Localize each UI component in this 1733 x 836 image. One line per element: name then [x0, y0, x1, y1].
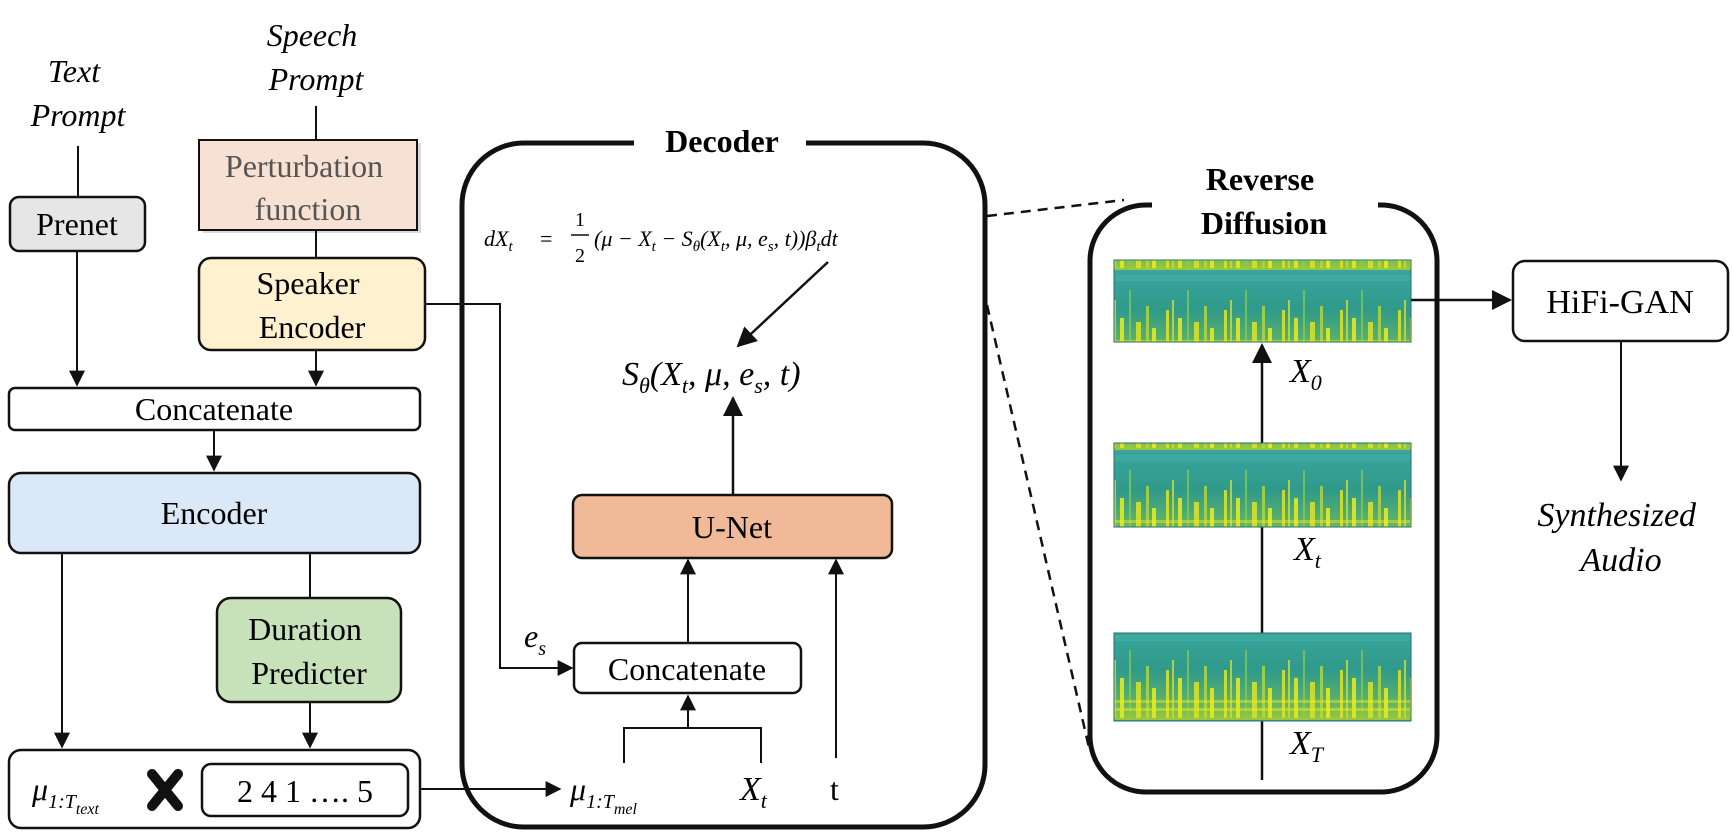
multiply-cross-icon [147, 769, 183, 811]
decoder-title-gap [634, 120, 806, 160]
perturbation-function-label: Perturbation function [225, 148, 391, 227]
mu-text-label: μ1:Ttext [31, 771, 100, 818]
perturbation-function-box [198, 139, 418, 231]
svg-text:=: = [540, 226, 552, 251]
spectrogram-xT [1113, 632, 1412, 722]
concatenate-decoder-box [572, 641, 803, 695]
es-label: es [524, 618, 546, 660]
durations-box [200, 762, 410, 818]
prenet-label: Prenet [36, 206, 118, 242]
unet-label: U-Net [692, 509, 772, 545]
xt-label: Xt [1292, 531, 1322, 573]
hifigan-label: HiFi-GAN [1546, 284, 1693, 321]
reverse-diffusion-title-gap [1152, 158, 1378, 248]
decoder-title: Decoder [665, 123, 779, 159]
svg-text:(μ − Xt − Sθ(Xt, μ, es, t))βtd: (μ − Xt − Sθ(Xt, μ, es, t))βtdt [594, 226, 839, 255]
speech-prompt-label: Speech Prompt [267, 17, 366, 97]
score-function-label: Sθ(Xt, μ, es, t) [622, 356, 801, 398]
xt-input-label: Xt [738, 771, 768, 813]
zoom-line-top [986, 198, 1125, 218]
text-prompt-label: Text Prompt [30, 53, 127, 133]
x0-label: X0 [1288, 353, 1322, 395]
durations-label: 2 4 1 …. 5 [237, 773, 373, 809]
equation-to-score-arrow [736, 261, 829, 348]
svg-text:1: 1 [575, 209, 585, 231]
svg-text:2: 2 [575, 245, 585, 267]
speaker-embedding-arrow [425, 303, 574, 676]
concatenate-decoder-label: Concatenate [608, 651, 766, 687]
speaker-encoder-label: Speaker Encoder [256, 265, 367, 345]
spectrogram-x0 [1113, 259, 1412, 343]
spectrogram-xt [1113, 442, 1412, 528]
concatenate-top-label: Concatenate [135, 391, 293, 427]
reverse-sde-equation: dXt = 1 2 (μ − Xt − Sθ(Xt, μ, es, t))βtd… [484, 209, 839, 267]
reverse-diffusion-title: Reverse Diffusion [1201, 161, 1327, 241]
mu-mel-label: μ1:Tmel [569, 771, 638, 818]
inputs-merge-bracket [623, 727, 762, 763]
unet-box [571, 493, 894, 560]
xT-label: XT [1288, 725, 1325, 767]
synthesized-audio-label: Synthesized Audio [1537, 497, 1704, 579]
zoom-line-bottom [985, 304, 1092, 753]
svg-text:dXt: dXt [484, 226, 513, 255]
encoder-box [7, 471, 422, 555]
encoder-label: Encoder [161, 495, 268, 531]
duration-predictor-label: Duration Predicter [248, 611, 370, 691]
t-input-label: t [830, 771, 839, 807]
